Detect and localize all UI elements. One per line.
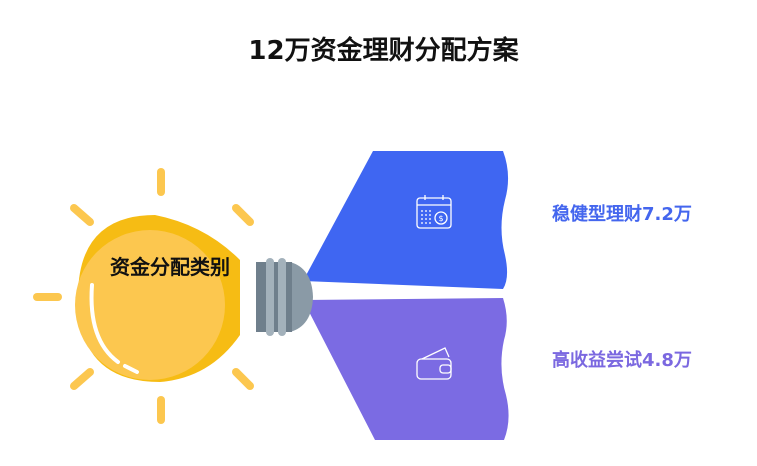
wallet-icon <box>416 347 452 380</box>
top-branch <box>303 151 509 289</box>
calendar-dollar-icon: $ <box>416 195 452 229</box>
branch-label-high-yield: 高收益尝试4.8万 <box>552 350 692 371</box>
page-title: 12万资金理财分配方案 <box>248 36 519 66</box>
svg-text:$: $ <box>438 214 443 223</box>
branch-label-stable: 稳健型理财7.2万 <box>552 204 692 225</box>
light-rays <box>33 168 254 424</box>
bottom-branch <box>303 298 509 440</box>
center-label: 资金分配类别 <box>110 255 230 279</box>
bulb-socket <box>256 258 313 336</box>
